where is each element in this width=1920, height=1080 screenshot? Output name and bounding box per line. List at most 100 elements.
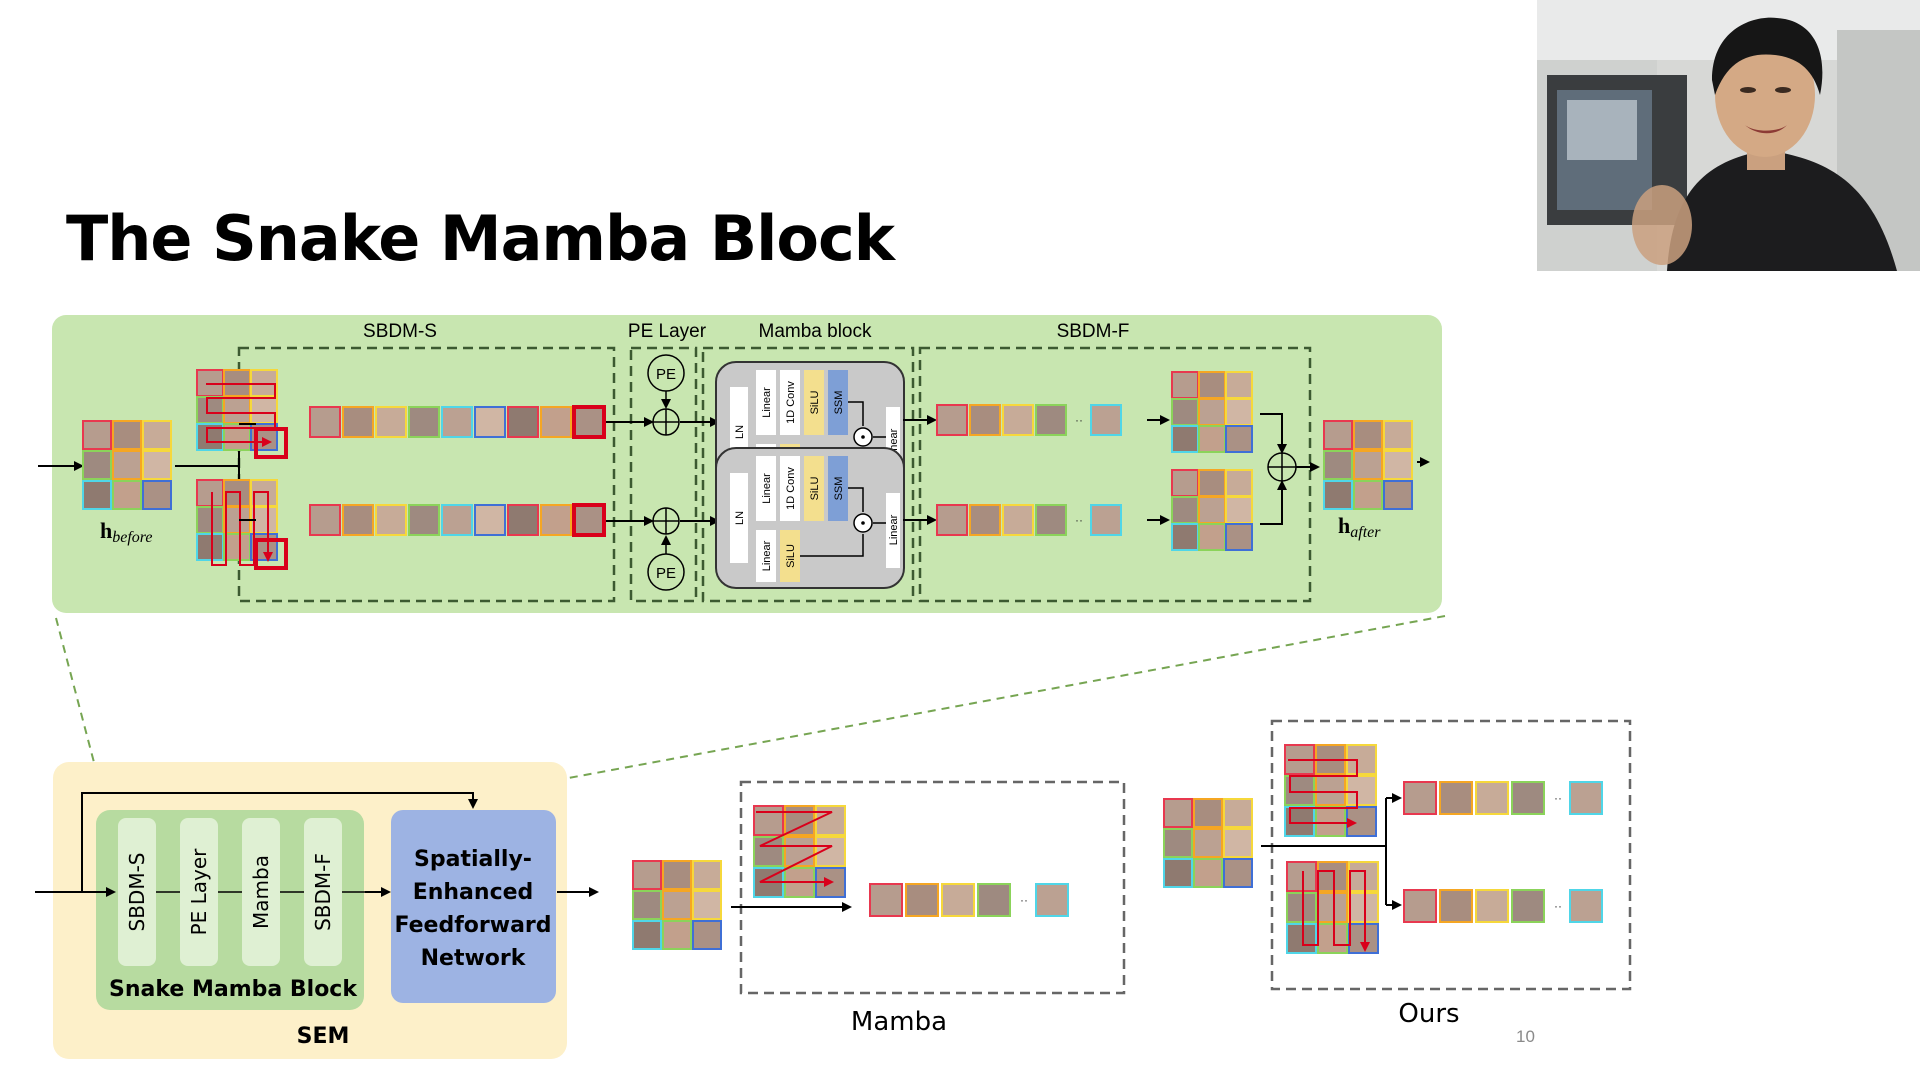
- mamba-op-label: LN: [734, 511, 746, 525]
- mamba-input-grid: [632, 860, 722, 950]
- sequence-end-highlight: [572, 405, 606, 439]
- face-patch: [1225, 371, 1253, 399]
- ffn-box: [391, 810, 556, 1003]
- snake-path-row: [206, 383, 276, 447]
- sequence-ellipsis: ··: [1075, 413, 1083, 427]
- ours-caption: Ours: [1398, 999, 1459, 1029]
- face-patch: [1171, 425, 1199, 453]
- face-patch: [1353, 420, 1383, 450]
- ours-branch-lines: [1261, 793, 1402, 910]
- face-patch: [1323, 450, 1353, 480]
- ffn-line-2: Enhanced: [413, 880, 534, 905]
- face-patch: [1317, 861, 1348, 892]
- sem-stage-label: SBDM-S: [125, 853, 149, 932]
- sem-stage-pill: [304, 818, 342, 966]
- face-patch: [1163, 798, 1193, 828]
- ffn-line-4: Network: [421, 946, 527, 971]
- pe-layer: PE PE: [606, 354, 720, 591]
- face-patch: [1286, 861, 1317, 892]
- snake-scan-grid-row: [196, 369, 278, 451]
- face-patch: [142, 480, 172, 510]
- ffn-line-3: Feedforward: [394, 913, 551, 938]
- mamba-op-ssm: [828, 370, 848, 435]
- sequence-token: [1439, 889, 1473, 923]
- presenter-webcam: [1537, 0, 1920, 271]
- sequence-token: [342, 406, 374, 438]
- sequence-sbdm-s-bottom: [309, 503, 606, 537]
- face-patch: [662, 920, 692, 950]
- pe-text-bottom: PE: [656, 565, 676, 582]
- face-patch: [1383, 480, 1413, 510]
- face-patch: [82, 420, 112, 450]
- face-patch: [1348, 923, 1379, 954]
- face-patch: [1353, 480, 1383, 510]
- sequence-ellipsis: ··: [1554, 791, 1562, 805]
- sequence-token: [1002, 504, 1034, 536]
- sem-stage-pill: [180, 818, 218, 966]
- mamba-op-label: SSM: [833, 391, 845, 415]
- sequence-token: [375, 406, 407, 438]
- mamba-raster-path: [756, 811, 834, 887]
- sequence-token: [936, 404, 968, 436]
- h-after-label: hafter: [1338, 513, 1381, 541]
- sequence-sbdm-f-top: ··: [936, 404, 1122, 436]
- sequence-token: [474, 504, 506, 536]
- face-patch: [632, 920, 662, 950]
- sequence-token: [969, 504, 1001, 536]
- h-before-label: hbefore: [100, 518, 153, 546]
- mamba-op-linear: [756, 370, 776, 435]
- face-patch: [1163, 828, 1193, 858]
- sequence-token: [1569, 889, 1603, 923]
- face-patch: [142, 450, 172, 480]
- sequence-token: [573, 504, 605, 536]
- face-patch: [82, 480, 112, 510]
- face-patch: [1223, 828, 1253, 858]
- face-patch: [632, 860, 662, 890]
- mamba-op-silu: [804, 456, 824, 521]
- label-pe-layer: PE Layer: [628, 321, 707, 342]
- face-grid-h-before: [82, 420, 172, 510]
- sem-stage-label: Mamba: [249, 855, 273, 929]
- face-patch: [196, 396, 224, 424]
- sequence-token: [408, 406, 440, 438]
- face-patch: [1198, 469, 1226, 497]
- snake-end-highlight-a: [254, 427, 288, 459]
- face-patch: [1198, 425, 1226, 453]
- face-patch: [112, 480, 142, 510]
- face-patch: [692, 890, 722, 920]
- ours-sequence-top: ··: [1403, 781, 1603, 815]
- mamba-op-linear-out: [886, 493, 900, 568]
- face-patch: [1193, 798, 1223, 828]
- ffn-text: Spatially- Enhanced Feedforward Network: [394, 847, 551, 971]
- sequence-token: [441, 406, 473, 438]
- sequence-token: [507, 406, 539, 438]
- folded-grid-bottom: [1171, 469, 1253, 551]
- mamba-op-label: Linear: [761, 387, 773, 418]
- sequence-token: [1403, 889, 1437, 923]
- mamba-raster-scan-grid: [753, 805, 846, 898]
- ours-column-snake-path: [1302, 870, 1370, 952]
- sequence-token: [869, 883, 903, 917]
- face-patch: [1225, 523, 1253, 551]
- sequence-token: [1439, 781, 1473, 815]
- sem-arrows: [35, 792, 599, 897]
- face-patch: [1198, 496, 1226, 524]
- sequence-token: [474, 406, 506, 438]
- face-patch: [662, 890, 692, 920]
- face-patch: [1198, 371, 1226, 399]
- sequence-end-highlight: [572, 503, 606, 537]
- sem-stage-label: SBDM-F: [311, 853, 335, 931]
- snake-end-highlight-b: [254, 538, 288, 570]
- mamba-op-conv: [780, 456, 800, 521]
- sequence-token: [1090, 504, 1122, 536]
- sequence-token: [309, 504, 341, 536]
- face-patch: [815, 836, 846, 867]
- ours-row-snake-path: [1288, 759, 1358, 828]
- presenter-video-icon: [1537, 0, 1920, 271]
- face-patch: [196, 533, 224, 561]
- sequence-token: [540, 406, 572, 438]
- face-patch: [196, 506, 224, 534]
- mamba-op-label: SiLU: [809, 477, 821, 501]
- slide-title: The Snake Mamba Block: [66, 202, 895, 275]
- face-grid-h-after: [1323, 420, 1413, 510]
